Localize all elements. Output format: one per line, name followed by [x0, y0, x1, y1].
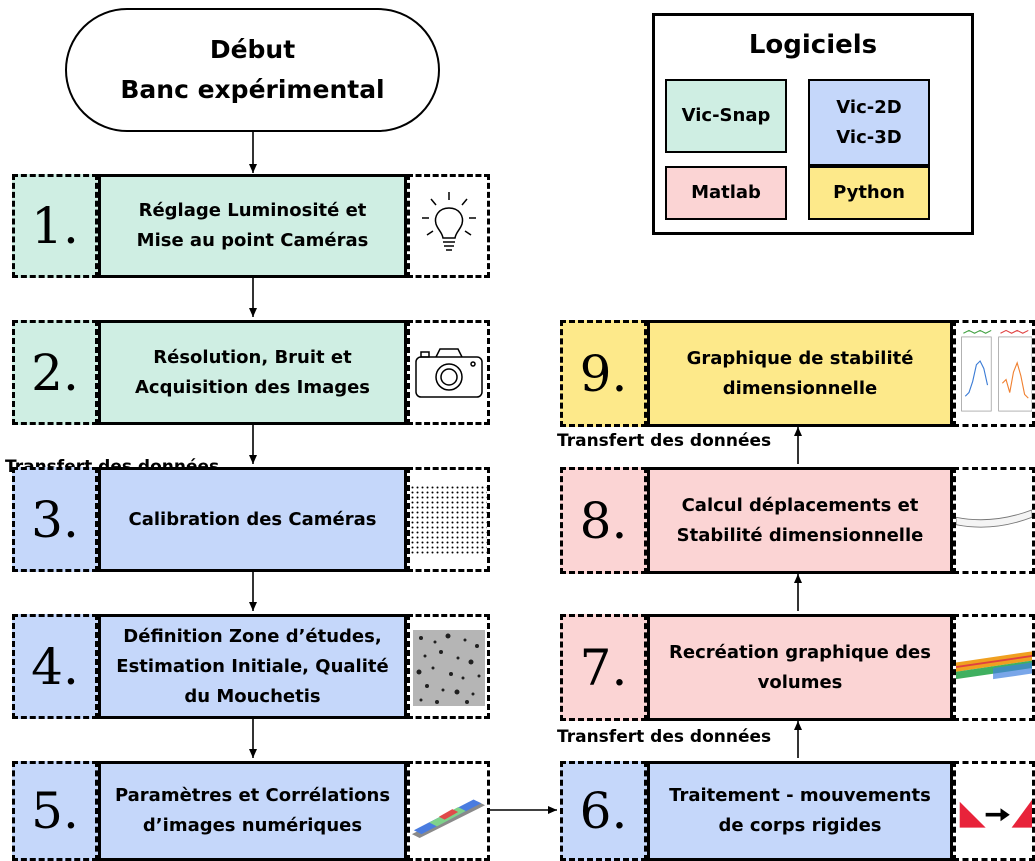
start-subtitle: Banc expérimental: [120, 75, 385, 104]
lightbulb-icon: [407, 174, 490, 278]
rigid-motion-icon: [953, 761, 1035, 861]
legend-matlab: Matlab: [665, 166, 787, 220]
step-3-box: Calibration des Caméras: [98, 467, 407, 572]
start-title: Début: [209, 35, 296, 64]
step-text: Calibration des Caméras: [128, 508, 377, 530]
step-text: Résolution, Bruit et: [153, 346, 352, 368]
step-text: Réglage Luminosité et: [138, 200, 367, 221]
transfer-label: Transfert des données: [557, 431, 772, 451]
legend-vic-2d-3d: Vic-2D Vic-3D: [808, 79, 930, 166]
step-text: Traitement - mouvements: [669, 785, 931, 806]
step-9-box: Graphique de stabilité dimensionnelle: [647, 320, 953, 427]
legend-label: Python: [833, 182, 905, 203]
step-text: Acquisition des Images: [134, 376, 371, 398]
start-node: Début Banc expérimental: [65, 8, 440, 132]
correlation-result-icon: [407, 761, 490, 861]
step-text: Définition Zone d’études,: [123, 625, 382, 647]
step-text: Recréation graphique des: [669, 641, 931, 663]
camera-icon: [407, 320, 490, 425]
stability-plot-icon: [953, 320, 1035, 427]
legend-label: Vic-3D: [836, 126, 902, 148]
step-1-number: 1.: [12, 174, 98, 278]
step-7-box: Recréation graphique des volumes: [647, 614, 953, 721]
step-8-number: 8.: [560, 467, 647, 574]
step-6-number: 6.: [560, 761, 647, 861]
legend-label: Matlab: [691, 182, 761, 203]
legend-title: Logiciels: [748, 30, 878, 60]
step-text: du Mouchetis: [184, 685, 321, 707]
step-4-number: 4.: [12, 614, 98, 719]
software-legend: Logiciels Vic-Snap Vic-2D Vic-3D Matlab …: [652, 13, 974, 235]
step-5-box: Paramètres et Corrélations d’images numé…: [98, 761, 407, 861]
step-3-number: 3.: [12, 467, 98, 572]
step-5-number: 5.: [12, 761, 98, 861]
step-text: Calcul déplacements et: [681, 494, 919, 516]
speckle-pattern-icon: [407, 614, 490, 719]
transfer-label: Transfert des données: [557, 727, 772, 747]
step-text: Graphique de stabilité: [686, 347, 914, 369]
step-text: Stabilité dimensionnelle: [676, 524, 924, 546]
step-9-number: 9.: [560, 320, 647, 427]
step-4-box: Définition Zone d’études, Estimation Ini…: [98, 614, 407, 719]
legend-python: Python: [808, 166, 930, 220]
step-text: d’images numériques: [142, 815, 363, 836]
calibration-grid-icon: [407, 467, 490, 572]
step-text: volumes: [757, 671, 843, 693]
legend-vic-snap: Vic-Snap: [665, 79, 787, 153]
step-7-number: 7.: [560, 614, 647, 721]
volume-render-icon: [953, 614, 1035, 721]
step-text: dimensionnelle: [722, 377, 878, 399]
legend-label: Vic-Snap: [681, 105, 771, 126]
step-1-box: Réglage Luminosité et Mise au point Camé…: [98, 174, 407, 278]
deformed-beam-icon: [953, 467, 1035, 574]
step-text: Mise au point Caméras: [136, 230, 369, 251]
step-2-number: 2.: [12, 320, 98, 425]
step-2-box: Résolution, Bruit et Acquisition des Ima…: [98, 320, 407, 425]
step-6-box: Traitement - mouvements de corps rigides: [647, 761, 953, 861]
legend-label: Vic-2D: [836, 96, 902, 118]
step-text: Paramètres et Corrélations: [114, 785, 391, 806]
step-8-box: Calcul déplacements et Stabilité dimensi…: [647, 467, 953, 574]
step-text: de corps rigides: [718, 815, 882, 836]
step-text: Estimation Initiale, Qualité: [116, 655, 389, 677]
